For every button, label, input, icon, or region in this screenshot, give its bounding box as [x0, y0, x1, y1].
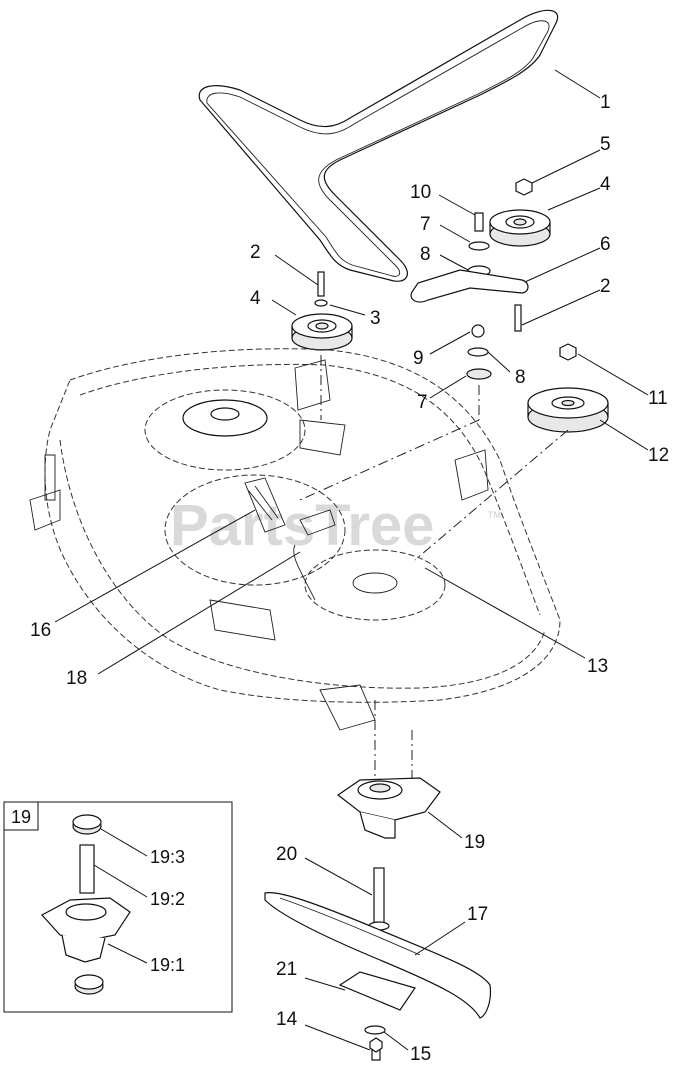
inset-ref-number: 19: [11, 807, 31, 827]
callout-13: 13: [587, 656, 608, 677]
inset-callout-19-3: 19:3: [150, 847, 185, 867]
callout-15: 15: [410, 1044, 431, 1065]
spindle-housing: [336, 777, 441, 839]
idler-pulley-right: [489, 178, 551, 247]
callout-7b: 7: [417, 392, 428, 413]
inset-callout-19-2: 19:2: [150, 889, 185, 909]
callout-1: 1: [600, 92, 611, 113]
callout-19: 19: [464, 832, 485, 853]
callout-17: 17: [467, 904, 488, 925]
watermark: PartsTree: [170, 493, 434, 558]
callout-8a: 8: [420, 244, 431, 265]
blade-assembly: [264, 867, 492, 1061]
inset-box: 19: [3, 801, 233, 1013]
idler-arm-assembly: [410, 212, 529, 380]
callout-3: 3: [370, 308, 381, 329]
callout-20: 20: [276, 844, 297, 865]
callout-4a: 4: [250, 288, 261, 309]
belt: [198, 9, 559, 282]
callout-11: 11: [648, 388, 668, 409]
callout-10: 10: [410, 182, 431, 203]
callout-2b: 2: [600, 276, 611, 297]
leader-lines: [54, 69, 649, 1051]
callout-14: 14: [276, 1009, 298, 1030]
callout-5: 5: [600, 134, 611, 155]
mower-deck: [29, 348, 569, 790]
inset-callout-19-1: 19:1: [150, 955, 185, 975]
idler-pulley-left: [291, 271, 353, 351]
callout-16: 16: [30, 620, 51, 641]
callout-2a: 2: [250, 242, 261, 263]
callout-labels: 1 2 3 4 5 4 6 2 7 8 9 8 7 10 11 12 13 16…: [30, 92, 669, 1065]
watermark-tm: TM: [488, 510, 501, 520]
callout-4b: 4: [600, 174, 611, 195]
callout-6: 6: [600, 234, 611, 255]
callout-9: 9: [413, 348, 424, 369]
callout-7a: 7: [420, 214, 431, 235]
drive-pulley: [527, 343, 609, 433]
callout-21: 21: [276, 959, 297, 980]
callout-18: 18: [66, 668, 87, 689]
callout-8b: 8: [515, 367, 526, 388]
callout-12: 12: [648, 445, 669, 466]
